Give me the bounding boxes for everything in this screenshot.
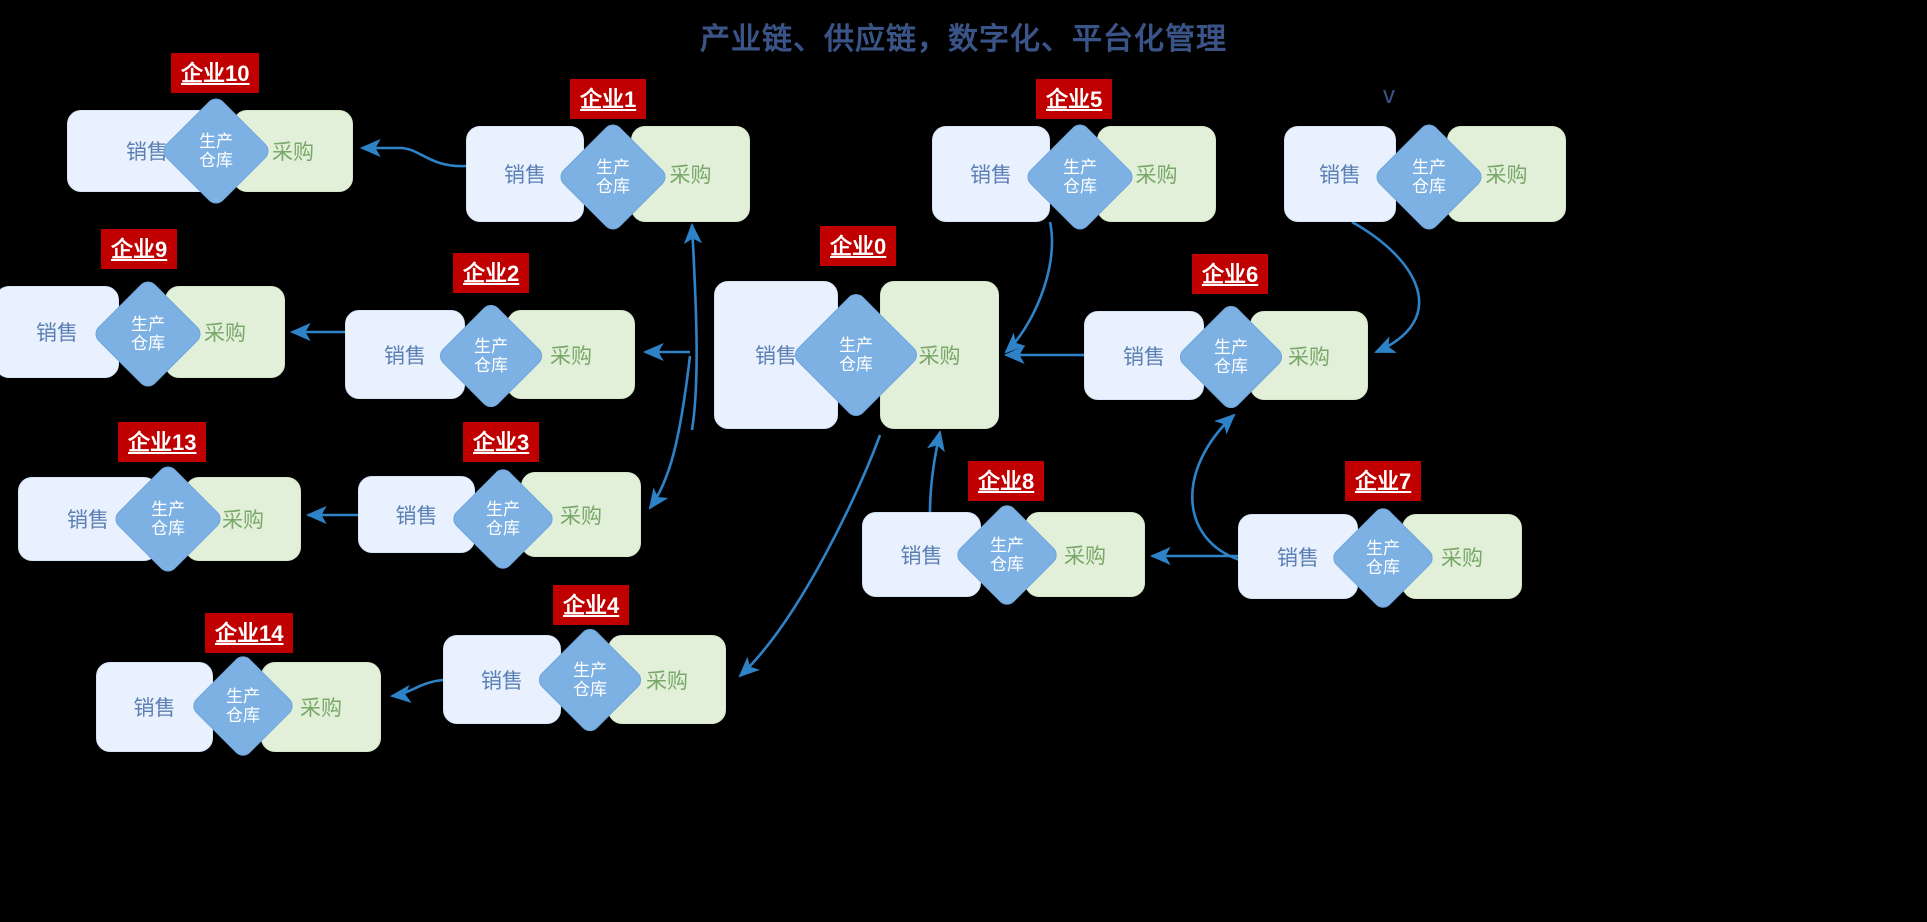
edge-e0-to-e1 <box>683 222 703 431</box>
edge-e0-to-e4 <box>738 434 882 678</box>
enterprise-tag-e2: 企业2 <box>453 253 530 293</box>
edge-e1-to-e10 <box>359 138 467 168</box>
enterprise-tag-e4: 企业4 <box>553 585 630 625</box>
edge-e0-to-e3 <box>648 355 692 510</box>
enterprise-tag-e13: 企业13 <box>118 422 207 462</box>
enterprise-tag-e5: 企业5 <box>1036 79 1113 119</box>
edge-e4-to-e14 <box>389 678 444 703</box>
enterprise-tag-e14: 企业14 <box>205 613 294 653</box>
sales-box-e13[interactable]: 销售 <box>18 477 158 561</box>
enterprise-tag-eV: v <box>1383 82 1395 109</box>
enterprise-tag-e10: 企业10 <box>171 53 260 93</box>
edge-e7-to-e6 <box>1191 413 1241 562</box>
edge-e8-to-e0 <box>927 429 945 513</box>
sales-box-e7[interactable]: 销售 <box>1238 514 1358 599</box>
enterprise-tag-e7: 企业7 <box>1345 461 1422 501</box>
enterprise-tag-e3: 企业3 <box>463 422 540 462</box>
enterprise-tag-e0: 企业0 <box>820 226 897 266</box>
enterprise-tag-e6: 企业6 <box>1192 254 1269 294</box>
enterprise-tag-e1: 企业1 <box>570 79 647 119</box>
enterprise-tag-e9: 企业9 <box>101 229 178 269</box>
enterprise-tag-e8: 企业8 <box>968 461 1045 501</box>
page-title: 产业链、供应链，数字化、平台化管理 <box>700 23 1227 56</box>
edge-e5-to-e0 <box>1004 221 1054 354</box>
